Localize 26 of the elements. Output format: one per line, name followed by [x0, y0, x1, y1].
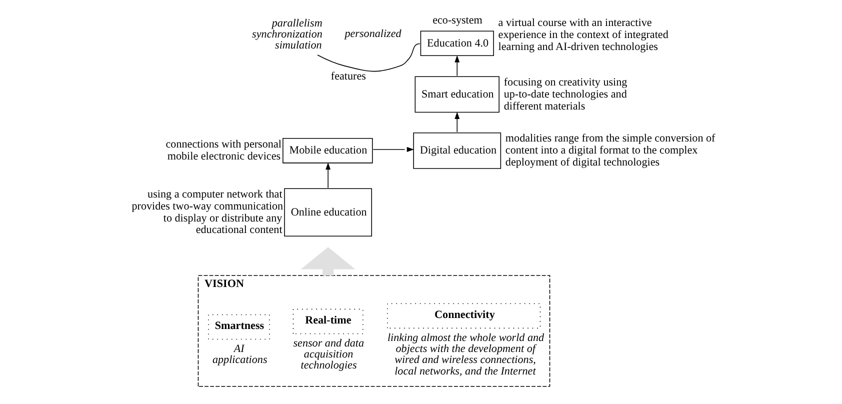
node-box: Smart education — [414, 76, 499, 113]
node-label: focusing on creativity using up-to-date technologies and different materials — [503, 76, 627, 112]
connector — [316, 43, 420, 72]
node-label: eco-system — [432, 14, 482, 26]
node-box: Real-time — [292, 308, 363, 334]
arrow — [325, 162, 330, 188]
node-label: connections with personal mobile electronic devices — [165, 138, 281, 163]
node-text: parallelism synchronization simulation — [252, 18, 322, 52]
arrow — [300, 247, 355, 276]
arrow — [454, 112, 460, 132]
arrow — [372, 146, 414, 152]
node-box: Mobile education — [282, 138, 372, 164]
node-label: AI applications — [212, 343, 267, 366]
node-label: a virtual course with an interactive experience in the context of integrated learning and AI-driven technologies — [498, 17, 668, 53]
label: personalized — [344, 28, 401, 40]
node-box: Education 4.0 — [420, 30, 494, 56]
node-label: sensor and data acquisition technologies — [292, 338, 364, 372]
edge-label: features — [330, 70, 366, 82]
node-box: Online education — [284, 188, 372, 237]
node-label: linking almost the whole world and objects with the development of wired and wireless connections, local networks, and the Internet — [386, 332, 544, 378]
node-box: Connectivity — [386, 303, 540, 329]
node-box: Smartness — [208, 314, 270, 340]
node-label: modalities range from the simple conversion of content into a digital format to the complex deployment of digital technologies — [504, 132, 715, 168]
node-box: Digital education — [412, 132, 501, 169]
node-label: using a computer network that provides two-way communication to display or distribute any educational content — [131, 188, 283, 236]
arrow — [454, 55, 460, 76]
